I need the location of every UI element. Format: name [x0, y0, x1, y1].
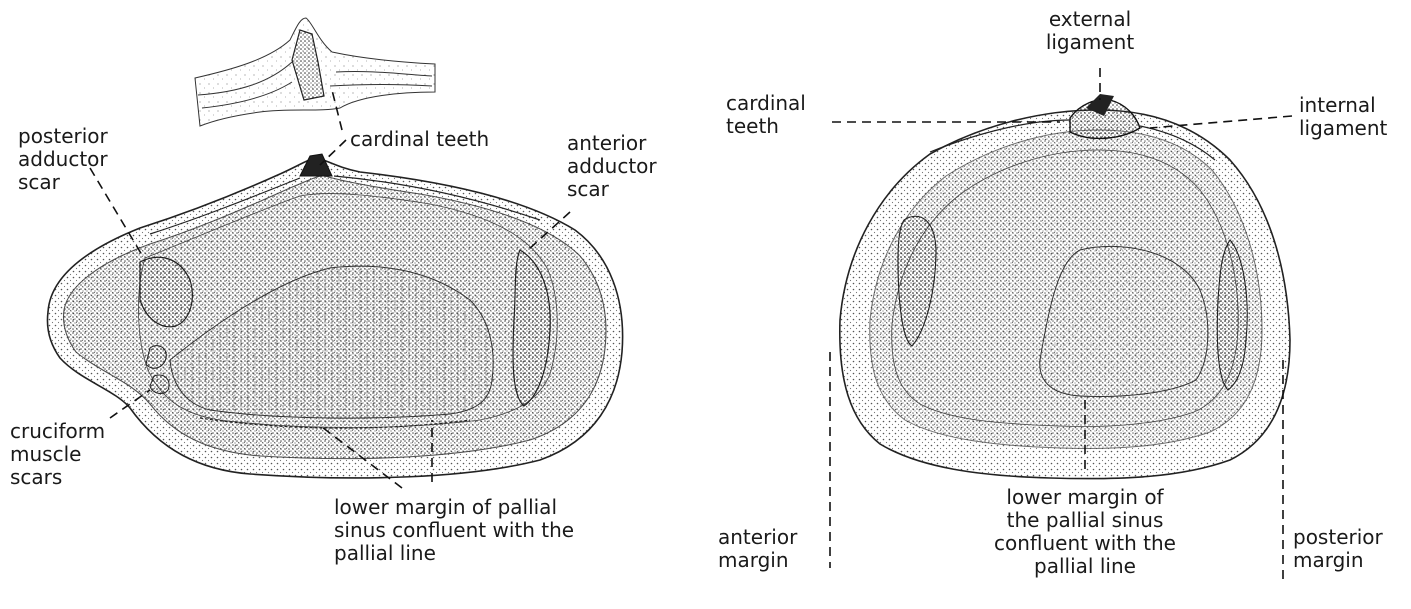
label-anterior-adductor-scar: anterior adductor scar — [567, 132, 657, 201]
label-lower-margin-right: lower margin of the pallial sinus conflu… — [960, 486, 1210, 578]
label-cardinal-teeth-left: cardinal teeth — [350, 128, 489, 151]
right-shell-drawing — [840, 94, 1290, 479]
hinge-inset-sketch — [195, 18, 435, 126]
label-anterior-margin: anterior margin — [718, 526, 797, 572]
label-posterior-margin: posterior margin — [1293, 526, 1383, 572]
label-lower-margin-left: lower margin of pallial sinus confluent … — [334, 496, 574, 565]
label-internal-ligament: internal ligament — [1299, 94, 1387, 140]
label-cardinal-teeth-right: cardinal teeth — [726, 92, 806, 138]
left-shell-drawing — [48, 18, 623, 478]
label-cruciform-muscle-scars: cruciform muscle scars — [10, 420, 105, 489]
label-posterior-adductor-scar: posterior adductor scar — [18, 125, 108, 194]
label-external-ligament: external ligament — [1010, 8, 1170, 54]
